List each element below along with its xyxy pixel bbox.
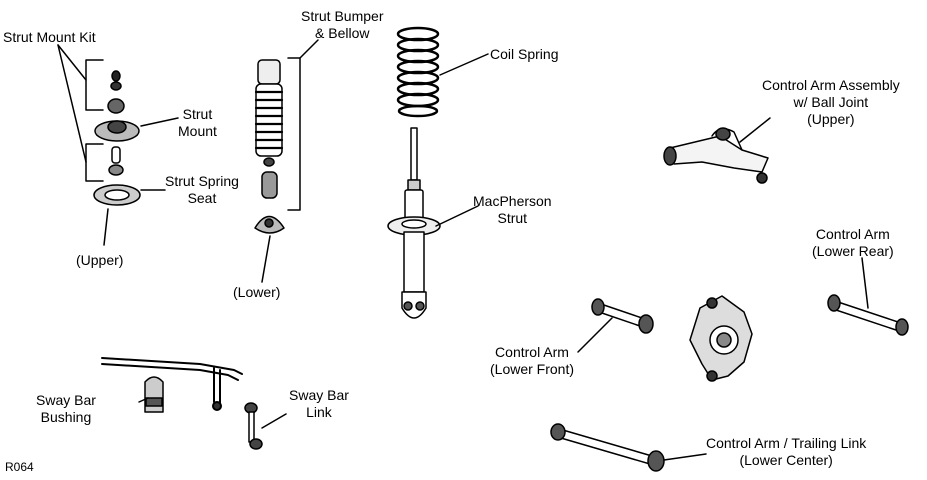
coil-spring-leader <box>439 53 489 76</box>
macpherson-strut-label: MacPherson Strut <box>473 193 552 227</box>
upper-arm-leader <box>739 117 771 143</box>
lower-label: (Lower) <box>233 284 280 301</box>
lower-rear-line-1: Control Arm <box>815 226 890 242</box>
steering-knuckle-drawing <box>689 295 753 382</box>
macpherson-line-2: Strut <box>497 210 528 226</box>
strut-mount-kit-bracket <box>57 44 104 182</box>
strut-leader <box>435 205 479 227</box>
strut-spring-seat-label: Strut Spring Seat <box>165 173 239 207</box>
control-arm-upper-line-3: (Upper) <box>807 111 855 127</box>
upper-leader <box>103 208 109 246</box>
link-line-2: Link <box>306 404 332 420</box>
lower-leader <box>261 235 271 283</box>
strut-bumper-line-1: Strut Bumper <box>301 8 384 24</box>
lower-text: (Lower) <box>233 284 281 300</box>
bushing-line-1: Sway Bar <box>36 392 96 408</box>
strut-spring-seat-line-2: Seat <box>187 190 217 206</box>
strut-mount-line-2: Mount <box>178 123 217 139</box>
bumper-bracket <box>287 57 301 211</box>
bushing-line-2: Bushing <box>40 409 92 425</box>
strut-mount-line-1: Strut <box>182 106 213 122</box>
trailing-link-drawing <box>550 423 665 472</box>
lower-front-line-2: (Lower Front) <box>490 361 575 377</box>
coil-spring-label: Coil Spring <box>490 46 558 63</box>
lower-front-leader <box>577 317 613 353</box>
strut-mount-kit-label: Strut Mount Kit <box>3 29 96 46</box>
strut-bumper-line-2: & Bellow <box>315 25 370 41</box>
lower-rear-line-2: (Lower Rear) <box>812 243 894 259</box>
control-arm-lower-front-label: Control Arm (Lower Front) <box>490 344 574 378</box>
macpherson-strut-drawing <box>387 127 441 319</box>
trailing-link-line-2: (Lower Center) <box>739 452 833 468</box>
coil-spring-text: Coil Spring <box>490 46 559 62</box>
sway-bar-link-drawing <box>244 402 263 450</box>
strut-bumper-bellow-drawing <box>254 59 285 234</box>
macpherson-line-1: MacPherson <box>473 193 552 209</box>
trailing-link-leader <box>663 453 707 461</box>
upper-control-arm-drawing <box>663 127 769 184</box>
lower-front-line-1: Control Arm <box>495 344 569 360</box>
lower-rear-arm-drawing <box>827 294 909 336</box>
strut-mount-leader <box>140 117 179 127</box>
lower-front-arm-drawing <box>591 298 654 334</box>
sway-bar-bushing-label: Sway Bar Bushing <box>36 392 96 426</box>
sway-bar-drawing <box>101 357 243 411</box>
sway-bar-link-label: Sway Bar Link <box>289 387 349 421</box>
strut-mount-kit-text: Strut Mount Kit <box>3 29 96 45</box>
control-arm-upper-label: Control Arm Assembly w/ Ball Joint (Uppe… <box>762 77 900 128</box>
strut-bumper-bellow-label: Strut Bumper & Bellow <box>301 8 383 42</box>
control-arm-lower-rear-label: Control Arm (Lower Rear) <box>812 226 894 260</box>
upper-text: (Upper) <box>76 252 124 268</box>
strut-spring-seat-line-1: Strut Spring <box>165 173 239 189</box>
control-arm-upper-line-1: Control Arm Assembly <box>762 77 900 93</box>
coil-spring-drawing <box>396 26 440 118</box>
bushing-leader <box>138 397 149 403</box>
upper-label: (Upper) <box>76 252 123 269</box>
strut-mount-drawing <box>93 70 141 206</box>
diagram-code: R064 <box>5 460 34 474</box>
trailing-link-line-1: Control Arm / Trailing Link <box>706 435 867 451</box>
control-arm-upper-line-2: w/ Ball Joint <box>793 94 869 110</box>
trailing-link-label: Control Arm / Trailing Link (Lower Cente… <box>706 435 866 469</box>
lower-rear-leader <box>861 257 869 309</box>
sway-bar-bushing-drawing <box>144 376 164 413</box>
bumper-leader <box>299 39 319 59</box>
link-leader <box>261 413 287 429</box>
strut-mount-label: Strut Mount <box>178 106 217 140</box>
link-line-1: Sway Bar <box>289 387 349 403</box>
